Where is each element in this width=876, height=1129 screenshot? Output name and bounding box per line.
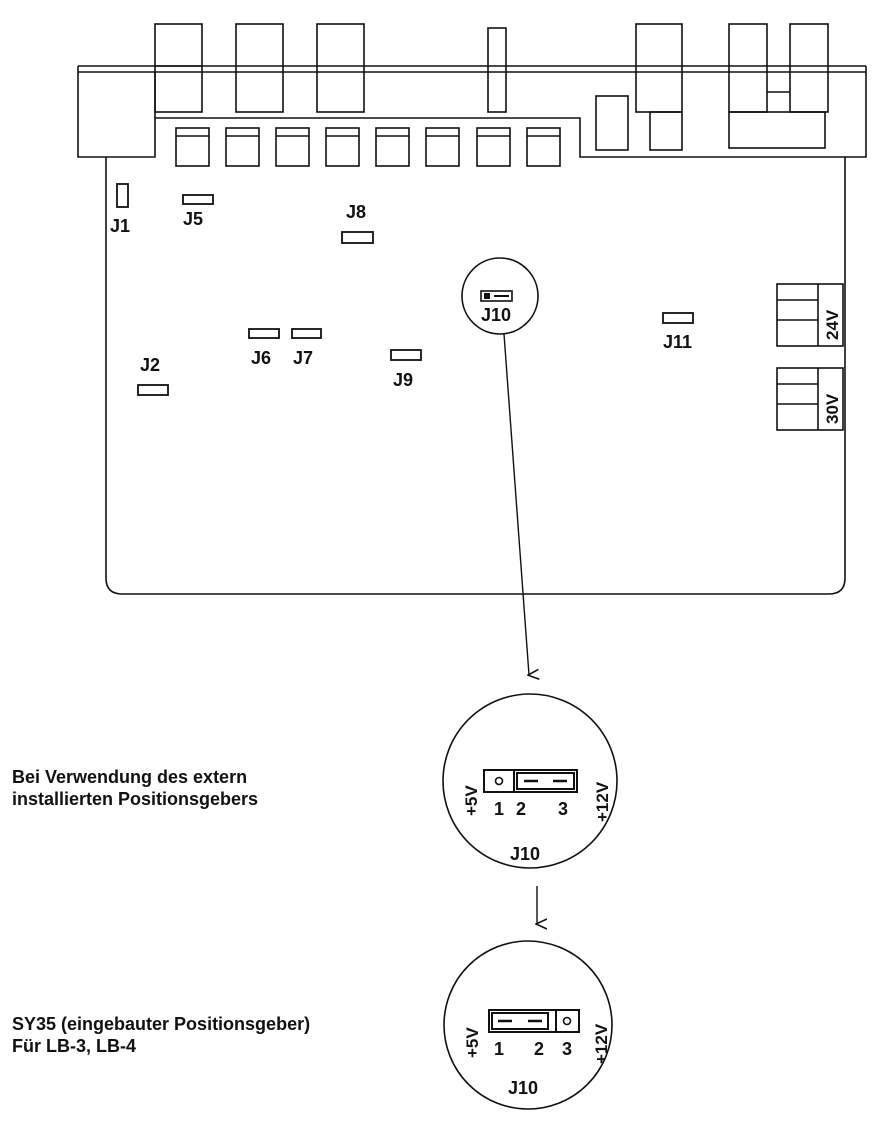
pin-2: 2 [534,1039,544,1059]
terminal-blocks [776,283,844,431]
label-j10: J10 [481,305,511,325]
voltage-left: +5V [463,1027,482,1058]
jumper-j11 [662,312,694,324]
jumper-j7 [291,328,322,339]
jumper-j1 [116,183,129,208]
board [77,65,867,595]
jumper-j2 [137,384,169,396]
pin-3: 3 [558,799,568,819]
arrow-to-detail [503,333,529,675]
pin-1: 1 [494,799,504,819]
label-j6: J6 [251,348,271,368]
jumper-blocks [116,183,694,396]
label-j8: J8 [346,202,366,222]
caption-builtin-sensor: SY35 (eingebauter Positionsgeber) Für LB… [12,1013,310,1057]
jumper-j5 [182,194,214,205]
caption-line-2: installierten Positionsgebers [12,789,259,809]
label-j7: J7 [293,348,313,368]
jumper-label: J10 [510,844,540,864]
caption-external-sensor: Bei Verwendung des extern installierten … [12,766,258,810]
top-connectors [154,23,829,151]
label-j11: J11 [663,332,692,352]
label-j2: J2 [140,355,160,375]
jumper-label: J10 [508,1078,538,1098]
label-j9: J9 [393,370,413,390]
label-30v: 30V [823,393,842,424]
pin-1: 1 [494,1039,504,1059]
j10-highlight [461,257,539,335]
label-j5: J5 [183,209,203,229]
jumper-j9 [390,349,422,361]
caption-line-1: Bei Verwendung des extern [12,767,248,787]
voltage-right: +12V [592,1023,611,1064]
label-24v: 24V [823,309,842,340]
caption-line-1: SY35 (eingebauter Positionsgeber) [12,1014,311,1034]
label-j1: J1 [110,216,130,236]
voltage-right: +12V [593,781,612,822]
caption-line-2: Für LB-3, LB-4 [12,1036,136,1056]
j10-setting-external: 1 2 3 +5V +12V J10 [442,693,618,869]
pin-2: 2 [516,799,526,819]
voltage-left: +5V [462,785,481,816]
pin-3: 3 [562,1039,572,1059]
jumper-j6 [248,328,280,339]
jumper-j8 [341,231,374,244]
board-outline [105,157,846,595]
component-row [175,127,561,167]
j10-setting-builtin: 1 2 3 +5V +12V J10 [443,940,613,1110]
